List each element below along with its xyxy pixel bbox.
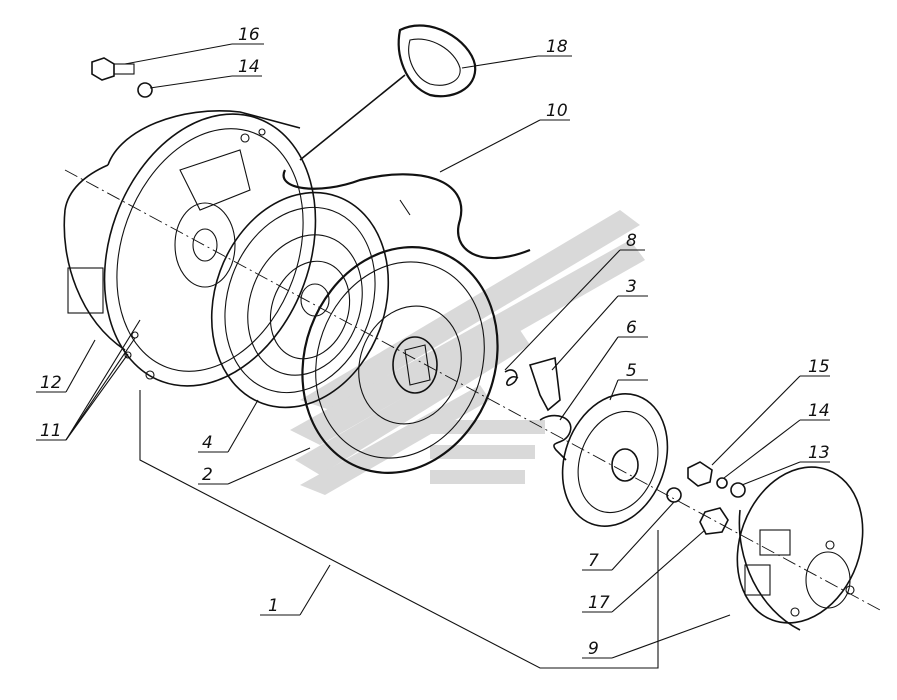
callout-5: 5: [626, 361, 637, 381]
rope-part-10: [282, 169, 531, 260]
spring-part-4: [210, 191, 390, 409]
nut-part-17: [699, 507, 729, 535]
callout-12: 12: [40, 373, 62, 393]
nut-part-15: [687, 461, 713, 487]
pulley-part-2: [301, 246, 499, 474]
assembly-axis: [64, 169, 881, 611]
callout-8: 8: [626, 231, 637, 251]
watermark-logo: [290, 210, 645, 495]
pawl-part-3: [528, 356, 561, 412]
callout-labels: 16 14 18 10 8 3 6 5 15 14 13 12 11 4 2 1…: [40, 25, 830, 659]
brake-plate-part-5: [561, 393, 669, 527]
callout-10: 10: [546, 101, 568, 121]
callout-13: 13: [808, 443, 830, 463]
spring-part-6: [539, 414, 572, 461]
callout-4: 4: [202, 433, 213, 453]
callout-15: 15: [808, 357, 830, 377]
spring-part-8: [504, 369, 519, 387]
callout-9: 9: [588, 639, 599, 659]
callout-3: 3: [626, 277, 637, 297]
bracket-part-1: [139, 390, 659, 669]
washer-part-13: [730, 482, 746, 498]
callout-14-right: 14: [808, 401, 830, 421]
callout-7: 7: [588, 551, 599, 571]
washer-part-7: [666, 487, 682, 503]
washer-part-14-top: [137, 82, 153, 98]
callout-14-top: 14: [238, 57, 260, 77]
starter-cup-part-9: [736, 466, 864, 631]
washer-part-14-right: [716, 477, 728, 489]
handle-part-18: [299, 24, 477, 161]
callout-2: 2: [202, 465, 213, 485]
callout-11: 11: [40, 421, 62, 441]
callout-18: 18: [546, 37, 568, 57]
housing-part-12: [63, 110, 317, 387]
callout-6: 6: [626, 318, 637, 338]
callout-16: 16: [238, 25, 260, 45]
screw-part-16: [91, 57, 135, 81]
callout-1: 1: [268, 596, 279, 616]
callout-17: 17: [588, 593, 610, 613]
leader-lines: [36, 43, 830, 659]
